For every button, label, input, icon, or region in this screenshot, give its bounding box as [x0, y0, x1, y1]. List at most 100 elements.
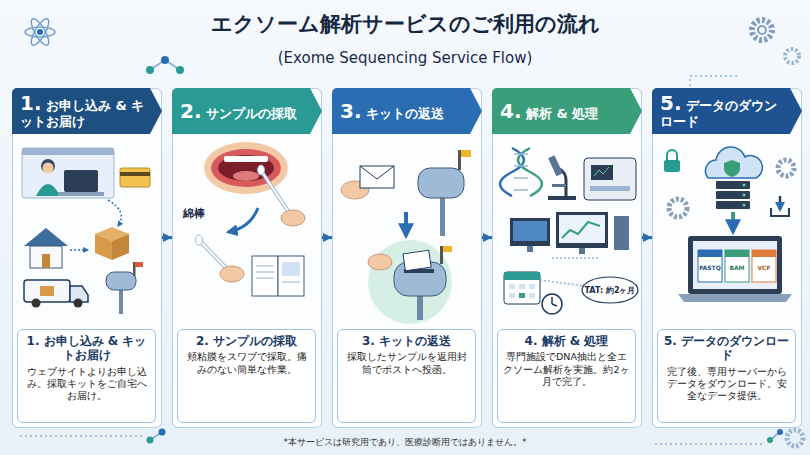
computer-monitors [559, 215, 605, 243]
mailbox-posting [394, 262, 446, 296]
cotton-swab [196, 235, 245, 282]
file-icon [752, 250, 776, 257]
web-order-icon [64, 170, 98, 192]
step-panel: 2. サンプルの採取2. サンプルの採取頬粘膜をスワブで採取。痛みのない簡単な作… [172, 88, 322, 428]
atom-icon [28, 17, 52, 48]
lock-icon [664, 150, 680, 172]
tat-bubble [540, 280, 584, 286]
molecule-icon [767, 437, 773, 443]
step-description: 頬粘膜をスワブで採取。痛みのない簡単な作業。 [182, 351, 311, 376]
file-icon [725, 250, 749, 282]
cotton-swab [220, 266, 244, 282]
calendar [529, 293, 535, 298]
step-banner: 5. データのダウンロード [652, 88, 802, 134]
dotted-line [655, 443, 765, 445]
instruction-booklet [256, 278, 274, 279]
mailbox [135, 262, 143, 267]
molecule-icon [150, 432, 162, 440]
parcel-box [112, 234, 129, 260]
sequencer [591, 165, 613, 180]
step-header: 1. お申し込み & キットお届け [20, 92, 146, 130]
mailbox-posting [404, 269, 434, 273]
molecule-icon [146, 56, 184, 74]
step-text-box: 4. 解析 & 処理専門施設でDNA抽出と全エクソーム解析を実施。約2ヶ月で完了… [497, 329, 636, 423]
delivery-van [24, 280, 88, 308]
flow-arrow [322, 236, 332, 239]
cloud-server [743, 184, 746, 187]
web-order-icon [22, 148, 114, 198]
gear-icon [669, 160, 794, 217]
file-icon [698, 250, 722, 257]
step-header: 2. サンプルの採取 [180, 100, 297, 123]
step-banner: 2. サンプルの採取 [172, 88, 322, 134]
dna-helix [514, 153, 528, 155]
lock-icon [667, 150, 677, 160]
tat-bubble [540, 277, 638, 303]
cotton-swab [281, 210, 305, 226]
dotted-arrow [70, 200, 121, 250]
cotton-swab [201, 242, 228, 270]
mailbox-posting [368, 240, 452, 324]
cloud-server [705, 147, 762, 209]
flow-arrow [482, 236, 492, 239]
web-order-icon [22, 148, 114, 198]
gear-icon [787, 430, 803, 446]
web-order-icon [36, 184, 60, 196]
house-icon [24, 228, 68, 268]
web-order-icon [41, 159, 55, 173]
mailbox [418, 150, 471, 236]
step-banner: 1. お申し込み & キットお届け [12, 88, 162, 134]
parcel-box [95, 227, 129, 260]
instruction-booklet [282, 282, 300, 283]
molecule-icon [176, 66, 184, 74]
computer-monitors [510, 218, 550, 246]
download-icon [771, 196, 789, 216]
web-order-icon [22, 148, 114, 155]
dna-helix [500, 148, 524, 196]
mouth-illustration [218, 155, 274, 181]
step-header: 5. データのダウンロード [660, 92, 786, 130]
parcel-box [95, 227, 129, 241]
parcel-box [95, 234, 112, 260]
step-banner: 3. キットの返送 [332, 88, 482, 134]
microscope [548, 155, 576, 200]
molecule-icon [770, 432, 780, 440]
microscope [552, 184, 566, 187]
step-description: 採取したサンプルを返用封筒でポストへ投函。 [342, 351, 471, 376]
down-arrow [404, 212, 408, 236]
curved-arrow [228, 208, 258, 232]
molecule-icon [150, 60, 165, 70]
clock [542, 294, 562, 314]
subtitle: (Exome Sequencing Service Flow) [278, 49, 533, 67]
mailbox [418, 168, 464, 198]
gear-icon [785, 49, 799, 63]
dna-helix [514, 189, 528, 191]
microscope [548, 196, 576, 200]
step-banner: 4. 解析 & 処理 [492, 88, 642, 134]
web-order-icon [58, 192, 104, 196]
gear-icon [752, 20, 803, 446]
down-arrow [733, 212, 734, 232]
step-heading: 3. キットの返送 [362, 334, 451, 348]
atom-icon [37, 29, 43, 35]
envelope-in-hand [360, 166, 394, 188]
cotton-swab [258, 165, 265, 175]
microscope [558, 168, 566, 196]
step-text-box: 5. データのダウンロード完了後、専用サーバーからデータをダウンロード。安全なデ… [657, 329, 796, 423]
computer-monitors [552, 257, 600, 259]
disclaimer-caption: *本サービスは研究用であり、医療診断用ではありません。* [0, 436, 810, 449]
calendar [529, 284, 535, 289]
mailbox [119, 288, 123, 314]
envelope-in-hand [341, 181, 369, 199]
atom-icon [25, 17, 55, 48]
credit-card [120, 168, 150, 187]
molecule-icon [147, 437, 154, 444]
file-icon [698, 250, 722, 282]
instruction-booklet [282, 262, 300, 276]
mailbox [461, 150, 471, 157]
dna-helix [500, 148, 542, 196]
gear-icon [752, 20, 772, 40]
cotton-swab [262, 172, 290, 214]
step-panel: 5. データのダウンロード 5. データのダウンロード完了後、専用サーバーからデー… [652, 88, 802, 428]
